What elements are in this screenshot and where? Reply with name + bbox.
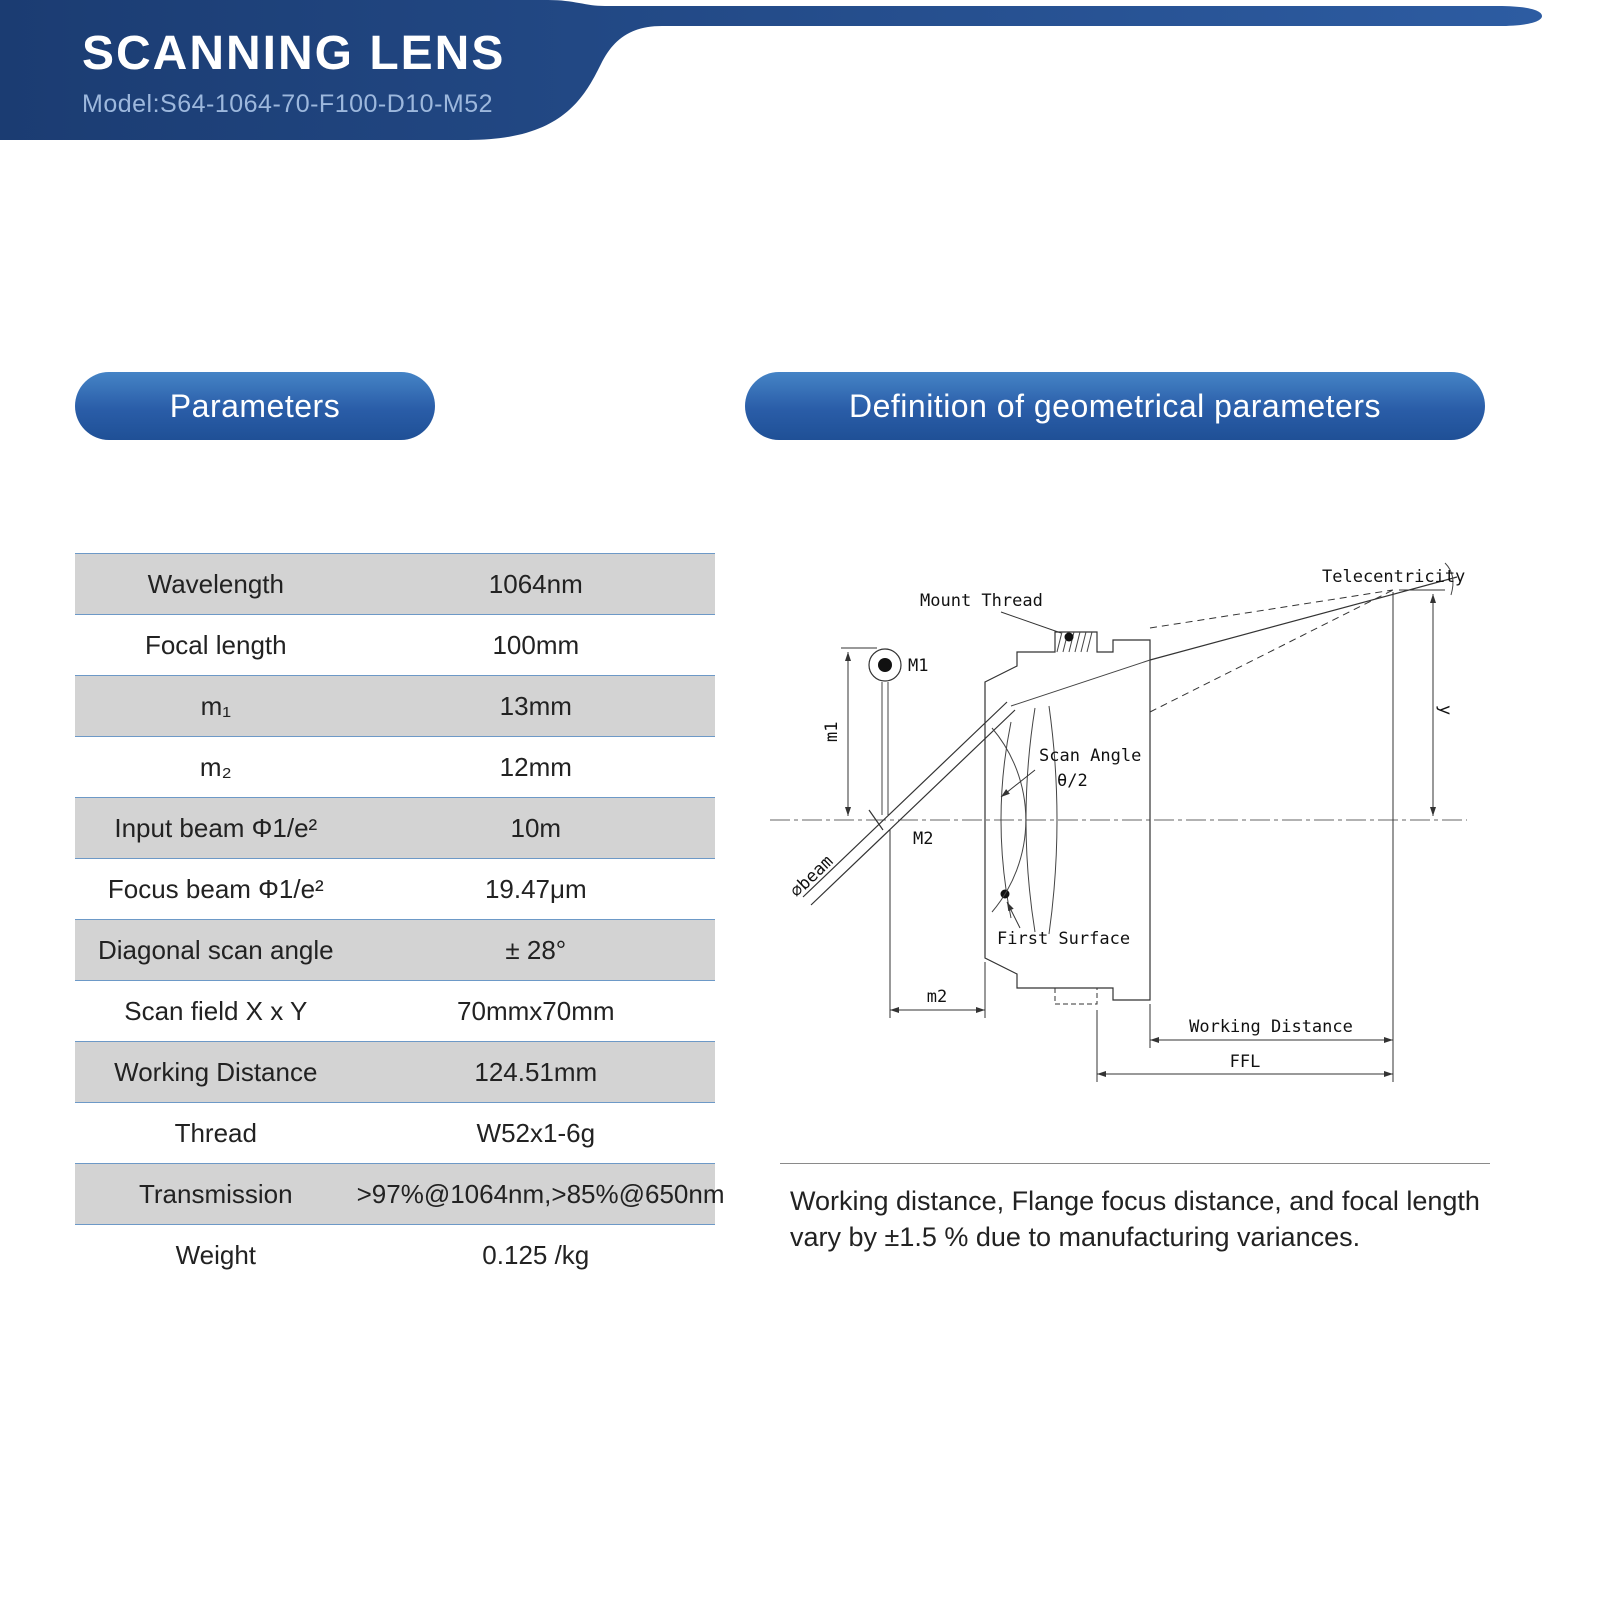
param-value: 19.47μm <box>484 873 587 904</box>
working-distance-dimension <box>1149 592 1394 1082</box>
m1-label: M1 <box>908 656 928 676</box>
table-row: Focus beam Φ1/e² 19.47μm <box>75 858 715 919</box>
galvo-mirror-m1 <box>868 648 902 815</box>
page-title: SCANNING LENS <box>82 27 506 80</box>
m2-label: M2 <box>913 829 933 849</box>
param-label: Weight <box>175 1239 257 1270</box>
param-value: 0.125 /kg <box>482 1239 590 1270</box>
table-row: Input beam Φ1/e² 10m <box>75 797 715 858</box>
m2-dimension <box>889 830 986 1018</box>
section-header-parameters: Parameters <box>75 372 435 440</box>
param-value: 100mm <box>492 629 580 660</box>
param-label: Wavelength <box>147 568 284 599</box>
ffl-dimension <box>1096 1010 1393 1082</box>
param-label: Working Distance <box>114 1056 318 1087</box>
param-value: 1064nm <box>488 568 583 599</box>
table-row: Thread W52x1-6g <box>75 1102 715 1163</box>
first-surface-label: First Surface <box>997 929 1130 949</box>
param-label: Thread <box>174 1117 257 1148</box>
param-label: Focal length <box>144 629 287 660</box>
first-surface-leader <box>1006 901 1021 929</box>
table-row: Transmission >97%@1064nm,>85%@650nm <box>75 1163 725 1224</box>
param-value: 70mmx70mm <box>457 995 615 1026</box>
param-label: Scan field X x Y <box>124 995 308 1026</box>
param-value: 124.51mm <box>474 1056 598 1087</box>
table-row: Focal length 100mm <box>75 614 715 675</box>
working-distance-label: Working Distance <box>1189 1017 1353 1037</box>
table-row: Weight 0.125 /kg <box>75 1224 715 1285</box>
ffl-label: FFL <box>1230 1052 1261 1072</box>
table-row: Wavelength 1064nm <box>75 553 715 614</box>
param-label: Input beam Φ1/e² <box>114 812 318 843</box>
note-separator-line <box>780 1163 1490 1164</box>
scan-angle-value-label: θ/2 <box>1057 771 1088 791</box>
input-beam-lines <box>802 659 1151 906</box>
param-value: 10m <box>510 812 562 843</box>
lens-geometry-diagram: M1 ∅beam M2 Scan Angle θ/2 Telecentricit… <box>770 562 1467 1082</box>
table-row: m₁ 13mm <box>75 675 715 736</box>
m2-dim-label: m2 <box>927 987 947 1007</box>
beam-diameter-label: ∅beam <box>787 852 838 902</box>
table-row: Scan field X x Y 70mmx70mm <box>75 980 715 1041</box>
param-label: Transmission <box>138 1178 293 1209</box>
lens-housing-outline <box>984 631 1151 1005</box>
param-value: 12mm <box>499 751 572 782</box>
table-row: Diagonal scan angle ± 28° <box>75 919 715 980</box>
param-label: m₂ <box>199 751 232 782</box>
scan-angle-leader-arrow <box>1000 769 1036 798</box>
mount-thread-label: Mount Thread <box>920 591 1043 611</box>
param-value: ± 28° <box>505 934 567 965</box>
mount-thread-leader <box>1000 611 1062 634</box>
m1-dimension <box>841 647 877 816</box>
tolerance-note: Working distance, Flange focus distance,… <box>790 1186 1480 1253</box>
model-number: Model:S64-1064-70-F100-D10-M52 <box>82 90 494 118</box>
param-value: >97%@1064nm,>85%@650nm <box>356 1178 725 1209</box>
mount-thread-hatching <box>1056 631 1093 653</box>
param-label: Focus beam Φ1/e² <box>107 873 324 904</box>
param-value: 13mm <box>499 690 572 721</box>
param-value: W52x1-6g <box>476 1117 596 1148</box>
header-banner-shape <box>0 0 1542 140</box>
hidden-thread-bottom <box>1054 988 1098 1005</box>
table-row: Working Distance 124.51mm <box>75 1041 715 1102</box>
param-label: Diagonal scan angle <box>97 934 334 965</box>
section-header-definition: Definition of geometrical parameters <box>745 372 1485 440</box>
y-dimension <box>1399 589 1445 816</box>
scan-angle-arc <box>991 727 1027 913</box>
telecentricity-label: Telecentricity <box>1322 567 1465 587</box>
table-row: m₂ 12mm <box>75 736 715 797</box>
output-rays <box>1149 562 1458 713</box>
m1-dim-label: m1 <box>822 722 842 742</box>
param-label: m₁ <box>200 690 232 721</box>
y-dim-label: y <box>1435 705 1455 715</box>
scan-angle-label: Scan Angle <box>1039 746 1141 766</box>
mount-thread-point <box>1064 632 1074 642</box>
